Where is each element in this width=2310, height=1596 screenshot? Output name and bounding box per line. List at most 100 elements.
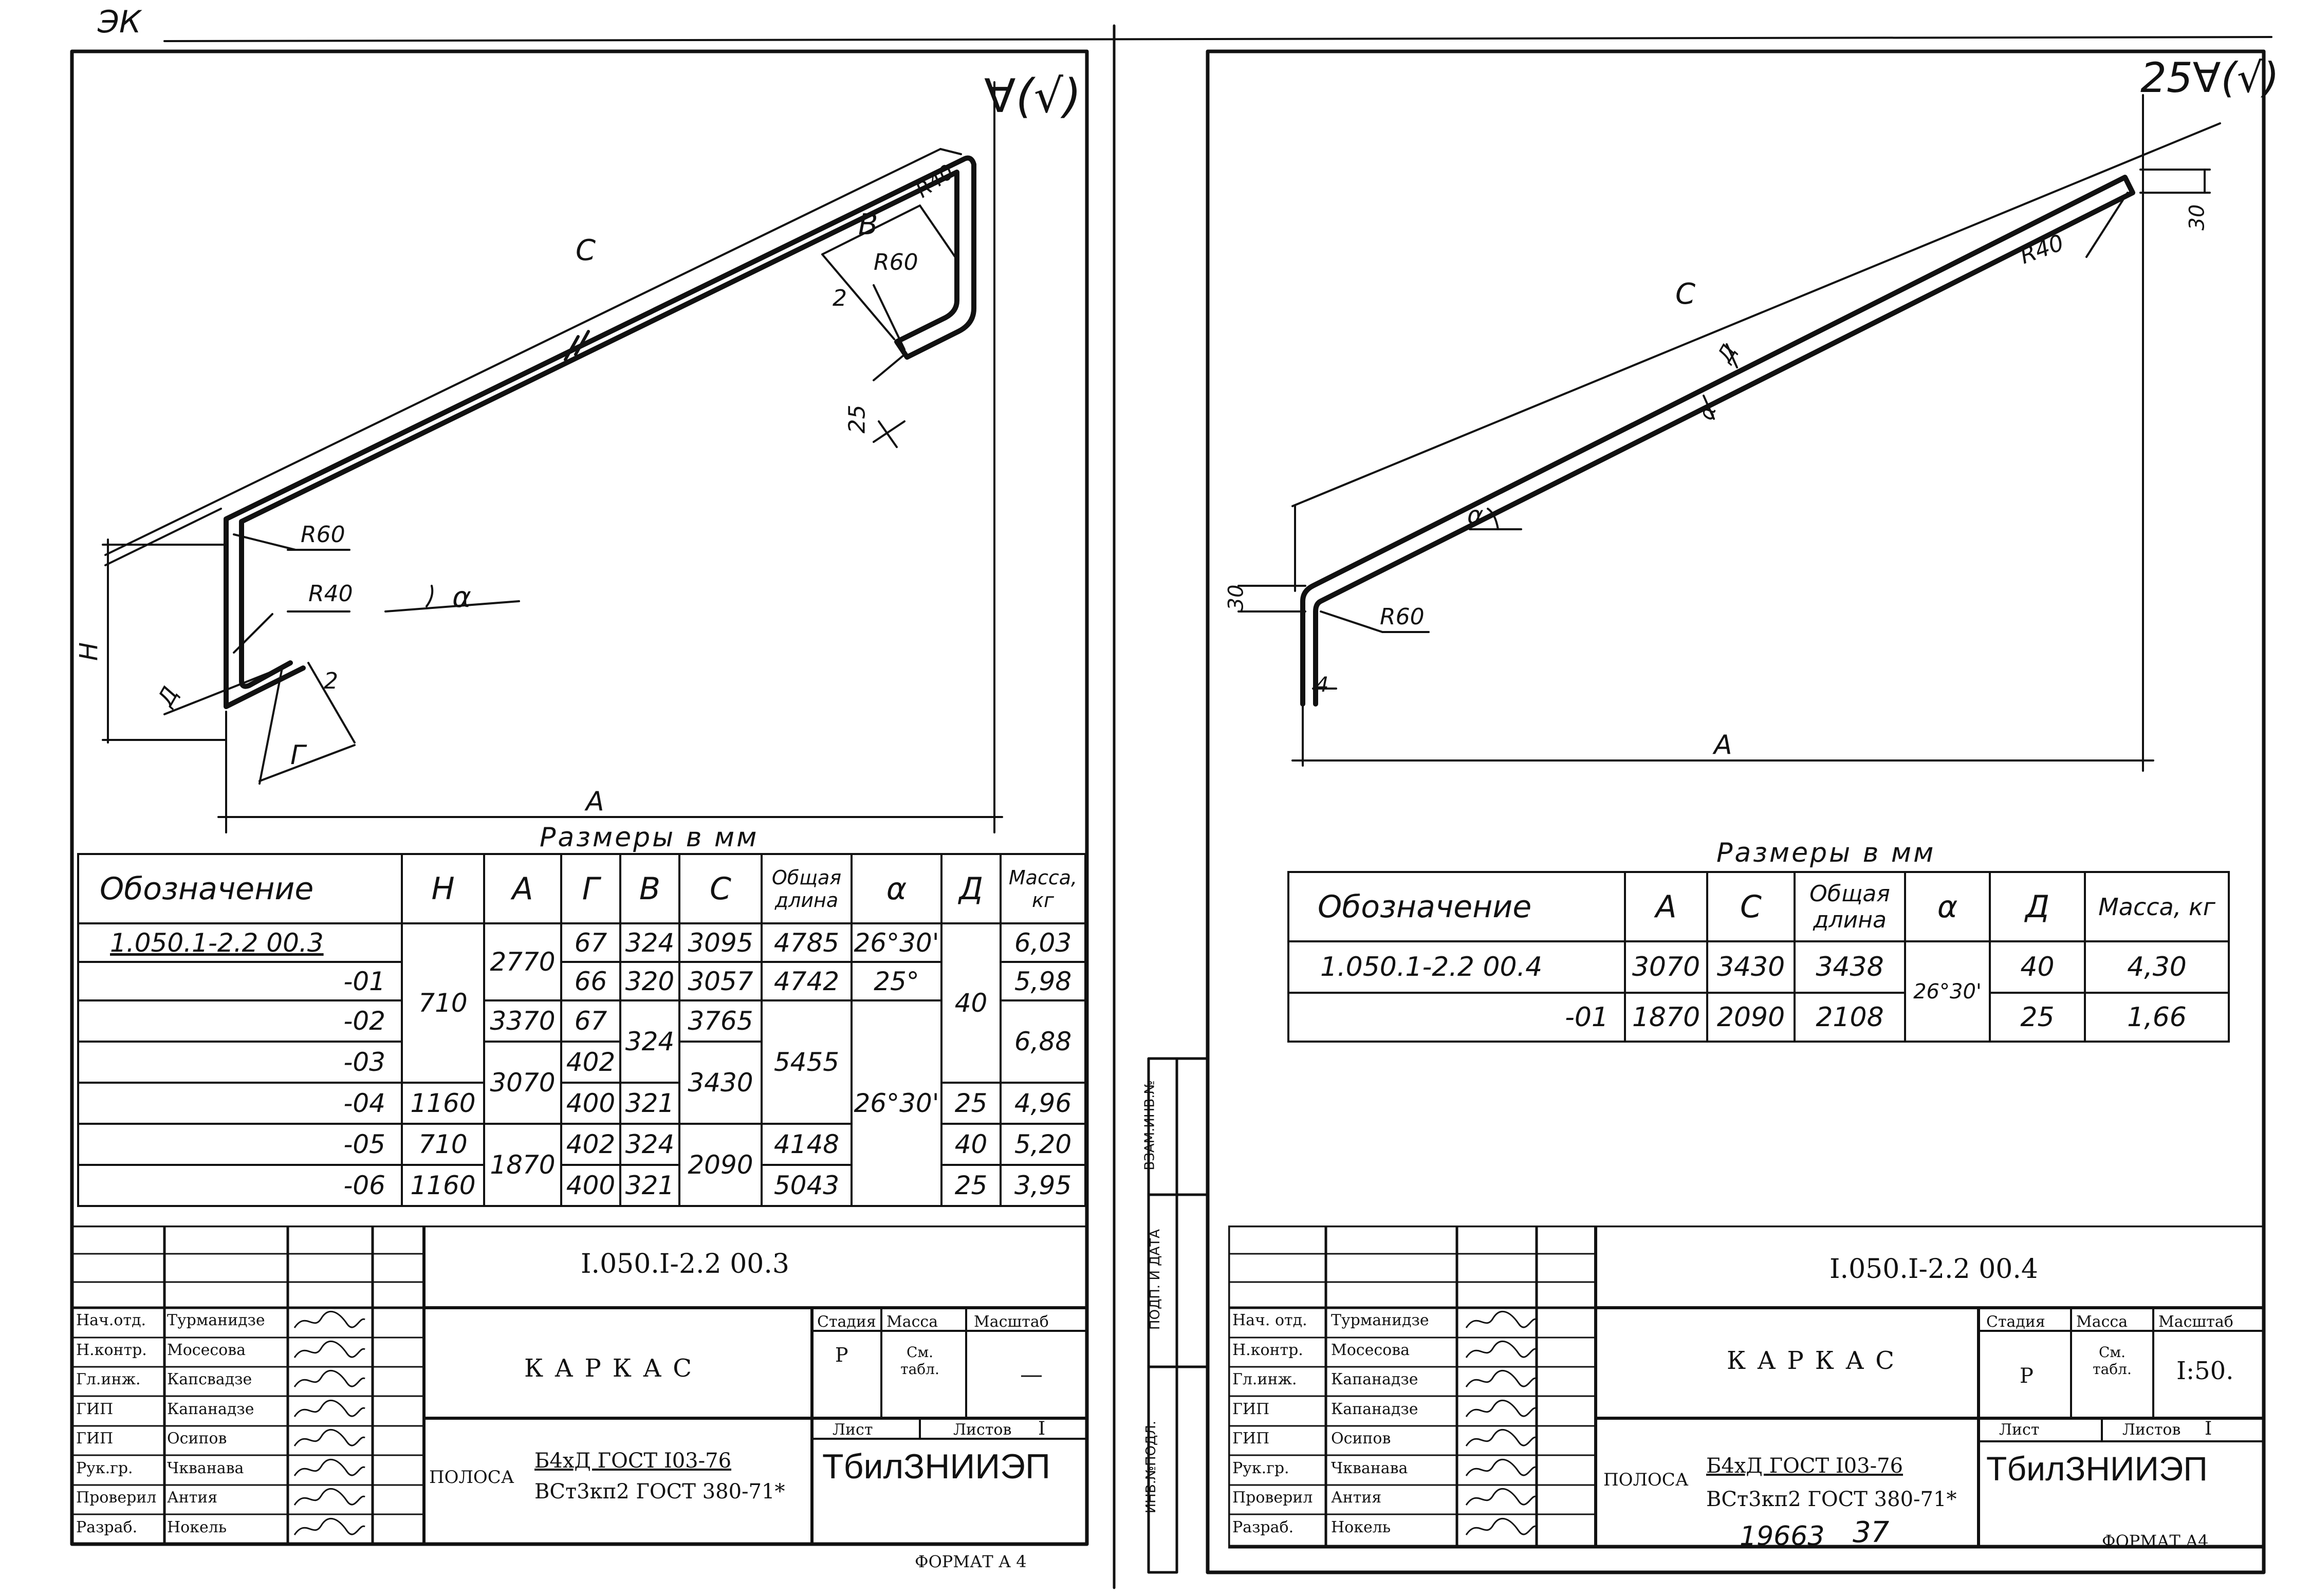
lt-r0-m: 6,03 [1000,922,1086,963]
lt-r5-d: 40 [940,1123,1002,1166]
lt-r0-c: 3095 [678,922,763,963]
lt-r5-b: 324 [619,1123,680,1166]
left-format: ФОРМАТ А 4 [915,1552,1027,1571]
right-doc-code: I.050.I-2.2 00.4 [1829,1254,2038,1285]
lt-h-710: 710 [401,922,485,1084]
left-material-1: ПОЛОСА [429,1467,514,1488]
left-dim-g: Г [290,740,305,771]
rt-r0-m: 4,30 [2084,940,2230,994]
rt-r0-a: 3070 [1624,940,1708,994]
right-signature-3 [1465,1399,1537,1417]
lt-h-c: C [678,853,763,924]
right-signature-6 [1465,1488,1537,1506]
left-org: ТбилЗНИИЭП [822,1447,1050,1486]
left-title: КАРКАС [524,1354,704,1383]
right-signature-1 [1465,1340,1537,1358]
right-frame [1206,49,2266,1574]
corner-mark: ЭК [98,4,141,40]
right-dim-c: C [1675,277,1696,311]
lt-r1-b: 320 [619,961,680,1001]
lt-c-2090: 2090 [678,1123,763,1207]
lt-r6-code: -06 [77,1164,403,1207]
left-signature-4 [293,1429,365,1446]
lt-r4-m: 4,96 [1000,1082,1086,1125]
right-sheets: I [2205,1418,2212,1439]
lt-h-l: Общая длина [761,853,853,924]
lt-r2-c: 3765 [678,999,763,1043]
left-doc-code: I.050.I-2.2 00.3 [581,1249,789,1279]
lt-r0-a: 2770 [483,922,562,1001]
left-dim-2-bottom: 2 [324,668,338,694]
lt-r4-d: 25 [940,1082,1002,1125]
left-signature-2 [293,1370,365,1387]
rt-h-c: C [1706,871,1796,942]
lt-r6-h: 1160 [401,1164,485,1207]
right-stamp-name-5: Чкванава [1331,1459,1408,1477]
lt-l-5455: 5455 [761,999,853,1125]
lt-r4-code: -04 [77,1082,403,1125]
right-stamp-name-1: Мосесова [1331,1341,1410,1359]
lt-r1-g: 66 [560,961,621,1001]
left-mass-h: Масса [886,1313,938,1331]
right-roughness-mark: 25∀(√) [2140,54,2279,102]
right-r60: R60 [1380,604,1425,630]
right-stamp-role-7: Разраб. [1232,1518,1294,1536]
footer-number: 19663 [1740,1521,1825,1552]
lt-h-h: H [401,853,485,924]
left-stamp-role-0: Нач.отд. [76,1311,146,1329]
rt-r0-code: 1.050.1-2.2 00.4 [1287,940,1626,994]
right-side-label-2: ПОДП. И ДАТА [1147,1229,1163,1330]
right-signature-0 [1465,1311,1537,1328]
right-dim-4: 4 [1316,673,1329,697]
left-frame [70,49,1089,1546]
lt-m-688: 6,88 [1000,999,1086,1084]
lt-h-alpha: α [851,853,943,924]
left-dim-a: A [586,786,604,817]
right-signature-2 [1465,1370,1537,1387]
left-mass: См. табл. [900,1344,939,1378]
right-sheet-h: Лист [1999,1421,2040,1439]
rt-h-l: Общая длина [1794,871,1906,942]
left-dim-b: B [858,208,878,242]
rt-r1-d: 25 [1989,992,2086,1043]
right-dim-alpha: α [1467,501,1484,530]
right-material-1: ПОЛОСА [1603,1470,1689,1490]
left-signature-0 [293,1311,365,1328]
right-stamp-role-1: Н.контр. [1232,1341,1303,1359]
lt-h-b: B [619,853,680,924]
lt-r1-m: 5,98 [1000,961,1086,1001]
right-scale-h: Масштаб [2158,1313,2233,1331]
left-table-caption: Размеры в мм [540,822,759,853]
left-stage: Р [835,1344,848,1366]
left-stamp-role-3: ГИП [76,1400,114,1418]
left-r40-bottom: R40 [308,581,353,607]
left-r60-top: R60 [874,249,918,275]
right-material-2: Б4хД ГОСТ I03-76 [1706,1454,1904,1478]
right-mass: См. табл. [2093,1344,2132,1378]
left-roughness-mark: ∀(√) [984,69,1082,123]
right-table-caption: Размеры в мм [1716,838,1936,868]
right-part-outline [1300,175,2135,707]
right-stamp-role-3: ГИП [1232,1400,1270,1418]
left-material-3: ВСт3кп2 ГОСТ 380-71* [534,1480,785,1504]
right-stamp-name-3: Капанадзе [1331,1400,1418,1418]
left-stamp-name-3: Капанадзе [167,1400,254,1418]
left-stamp-name-7: Нокель [167,1518,227,1536]
right-material-3: ВСт3кп2 ГОСТ 380-71* [1706,1488,1957,1511]
right-stamp-role-2: Гл.инж. [1232,1370,1297,1388]
left-signature-6 [293,1488,365,1506]
right-org: ТбилЗНИИЭП [1986,1450,2208,1488]
right-dim-a: A [1714,730,1732,760]
left-scale-h: Масштаб [974,1313,1049,1331]
right-stamp-name-0: Турманидзе [1331,1311,1429,1329]
lt-r3-g: 402 [560,1041,621,1084]
right-stamp-name-4: Осипов [1331,1430,1391,1447]
left-scale: — [1020,1362,1043,1388]
rt-h-alpha: α [1904,871,1991,942]
rt-r1-m: 1,66 [2084,992,2230,1043]
left-stamp-name-6: Антия [167,1489,218,1507]
lt-r6-b: 321 [619,1164,680,1207]
right-format: ФОРМАТ А4 [2102,1531,2209,1551]
left-stamp-role-2: Гл.инж. [76,1370,141,1388]
